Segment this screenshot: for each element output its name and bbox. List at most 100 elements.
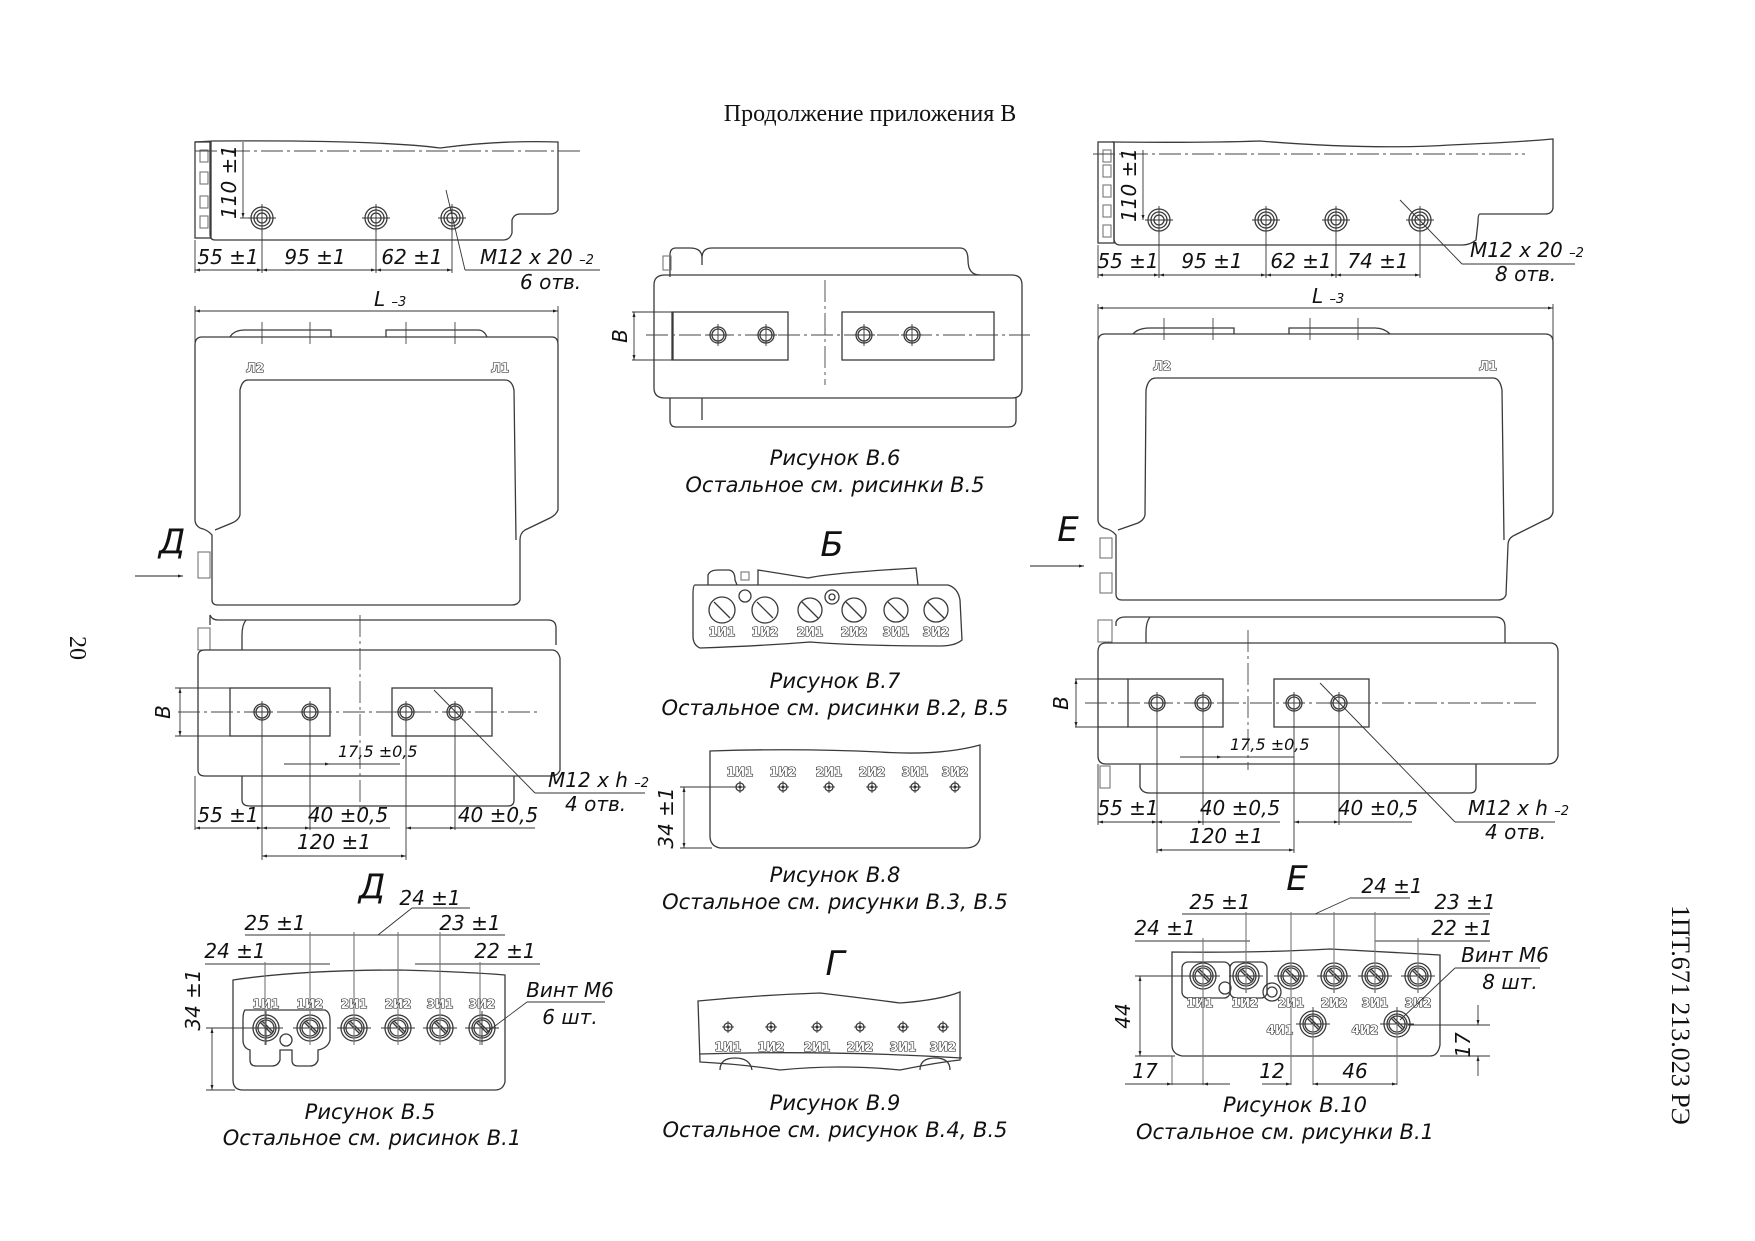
dim-74: 74 ±1 xyxy=(1347,249,1408,273)
terminal-label: 3И1 xyxy=(883,625,910,639)
dim-B: В xyxy=(608,329,632,343)
figure-b5: Д 24 ±1 25 ±1 23 ±1 24 ±1 22 ±1 1И1 1И2 … xyxy=(181,867,614,1150)
dim-34: 34 ±1 xyxy=(654,787,678,848)
terminal-label: 1И1 xyxy=(1187,996,1214,1010)
mounting-hole xyxy=(706,323,730,347)
dim-55: 55 ±1 xyxy=(1097,249,1158,273)
holes-count: 8 отв. xyxy=(1495,262,1556,286)
figure-b9: Г 1И1 1И2 2И1 2И2 3И1 3И2 Рисунок В.9 Ос… xyxy=(662,944,1007,1142)
mounting-hole xyxy=(1144,205,1174,235)
terminal-label: 1И1 xyxy=(715,1040,742,1054)
thread-spec: М12 х 20 –2 xyxy=(480,245,594,269)
page-number: 20 xyxy=(64,636,90,660)
right-front-view: L –3 Л2 Л1 Е xyxy=(1030,284,1554,601)
right-top-view: 110 ±1 55 ±1 95 ±1 62 ±1 74 ±1 М12 х 20 … xyxy=(1093,138,1584,286)
dim-24-top: 24 ±1 xyxy=(1361,874,1422,898)
left-bottom-view: В 17,5 ±0,5 55 ±1 40 ±0,5 40 ±0,5 120 ±1… xyxy=(151,614,649,860)
mounting-hole xyxy=(298,700,322,724)
right-bottom-view: В 17,5 ±0,5 55 ±1 40 ±0,5 40 ±0,5 120 ±1… xyxy=(1049,616,1569,853)
dim-110: 110 ±1 xyxy=(217,145,241,219)
terminal-labels: 1И1 1И2 2И1 2И2 3И1 3И2 xyxy=(708,624,950,639)
dim-22: 22 ±1 xyxy=(1431,916,1492,940)
thread-spec: М12 х 20 –2 xyxy=(1470,238,1584,262)
terminal-label: 3И2 xyxy=(930,1040,957,1054)
figure-caption: Рисунок В.6 xyxy=(770,446,901,470)
dim-L: L –3 xyxy=(374,287,406,311)
dim-17-5: 17,5 ±0,5 xyxy=(338,742,418,761)
dim-46: 46 xyxy=(1342,1059,1367,1083)
dim-B: В xyxy=(151,705,175,719)
dim-34: 34 ±1 xyxy=(181,969,205,1030)
terminal-label: 2И2 xyxy=(841,625,868,639)
dim-40b: 40 ±0,5 xyxy=(458,803,538,827)
terminal-label: 2И1 xyxy=(804,1040,831,1054)
dim-L: L –3 xyxy=(1312,284,1344,308)
terminal-label: 3И2 xyxy=(923,625,950,639)
dim-120: 120 ±1 xyxy=(1189,824,1263,848)
dim-23: 23 ±1 xyxy=(439,911,500,935)
terminal-label: 1И2 xyxy=(1232,996,1259,1010)
view-label-e: Е xyxy=(1057,510,1079,550)
figure-b8: 1И1 1И2 2И1 2И2 3И1 3И2 34 ±1 Рисунок В.… xyxy=(654,744,1008,914)
dim-24: 24 ±1 xyxy=(204,939,265,963)
terminal-label: 3И1 xyxy=(902,765,929,779)
figure-b10: Е 24 ±1 25 ±1 23 ±1 24 ±1 22 ±1 1И1 1И2 … xyxy=(1111,859,1549,1144)
terminal-screws xyxy=(1185,958,1436,1042)
dim-25: 25 ±1 xyxy=(1189,890,1250,914)
view-label-g: Г xyxy=(826,944,848,984)
figure-caption: Рисунок В.8 xyxy=(770,863,901,887)
terminal-screws xyxy=(248,1010,500,1046)
terminal-label: 1И1 xyxy=(253,997,280,1011)
thread-spec: М12 х h –2 xyxy=(548,768,649,792)
figure-note: Остальное см. рисунки В.3, В.5 xyxy=(662,890,1008,914)
dim-40b: 40 ±0,5 xyxy=(1338,796,1418,820)
figure-caption: Рисунок В.10 xyxy=(1223,1093,1367,1117)
dim-44: 44 xyxy=(1111,1003,1135,1028)
dim-23: 23 ±1 xyxy=(1434,890,1495,914)
mounting-hole xyxy=(250,700,274,724)
terminal-label: 1И2 xyxy=(752,625,779,639)
figure-caption: Рисунок В.7 xyxy=(770,669,901,693)
dim-B: В xyxy=(1049,696,1073,710)
thread-spec: М12 х h –2 xyxy=(1468,796,1569,820)
terminal-label: 4И2 xyxy=(1352,1023,1379,1037)
terminal-label: 1И2 xyxy=(770,765,797,779)
terminal-label: 3И2 xyxy=(942,765,969,779)
dim-17-left: 17 xyxy=(1132,1059,1158,1083)
view-label-b: Б xyxy=(820,525,843,565)
dim-95: 95 ±1 xyxy=(284,245,345,269)
terminal-screws xyxy=(708,596,949,624)
terminal-label: 1И1 xyxy=(727,765,754,779)
left-front-view: L –3 Л2 Л1 Д xyxy=(135,287,559,606)
figure-caption: Рисунок В.9 xyxy=(770,1091,901,1115)
mark-l2: Л2 xyxy=(246,361,264,375)
dim-40a: 40 ±0,5 xyxy=(1200,796,1280,820)
terminal-label: 3И1 xyxy=(1362,996,1389,1010)
mounting-hole xyxy=(1282,691,1306,715)
dim-17-right: 17 xyxy=(1451,1032,1475,1058)
screw-count: 8 шт. xyxy=(1482,970,1537,994)
holes-count: 4 отв. xyxy=(1485,820,1546,844)
figure-note: Остальное см. рисунки В.1 xyxy=(1136,1120,1434,1144)
mark-l2: Л2 xyxy=(1153,359,1171,373)
holes-count: 6 отв. xyxy=(520,270,581,294)
view-label-d: Д xyxy=(157,522,186,562)
figure-b6: В Рисунок В.6 Остальное см. рисинки В.5 xyxy=(608,247,1030,497)
figure-note: Остальное см. рисунок В.4, В.5 xyxy=(662,1118,1007,1142)
terminal-labels: 1И1 1И2 2И1 2И2 3И1 3И2 xyxy=(714,1039,957,1054)
screw-spec: Винт М6 xyxy=(1461,943,1549,967)
terminal-label: 1И1 xyxy=(709,625,736,639)
mounting-hole xyxy=(852,323,876,347)
terminal-label: 1И2 xyxy=(758,1040,785,1054)
mounting-hole xyxy=(437,203,467,233)
dim-62: 62 ±1 xyxy=(381,245,442,269)
figure-b7: Б 1И1 1И2 2И1 2И2 3И1 3И2 Рисунок В.7 Ос… xyxy=(661,525,1008,720)
mounting-hole xyxy=(1145,691,1169,715)
figure-caption: Рисунок В.5 xyxy=(305,1100,436,1124)
dim-95: 95 ±1 xyxy=(1181,249,1242,273)
mark-l1: Л1 xyxy=(1479,359,1497,373)
mounting-hole xyxy=(394,700,418,724)
figure-note: Остальное см. рисинки В.5 xyxy=(685,473,984,497)
dim-120: 120 ±1 xyxy=(297,830,371,854)
figure-note: Остальное см. рисинок В.1 xyxy=(223,1126,521,1150)
